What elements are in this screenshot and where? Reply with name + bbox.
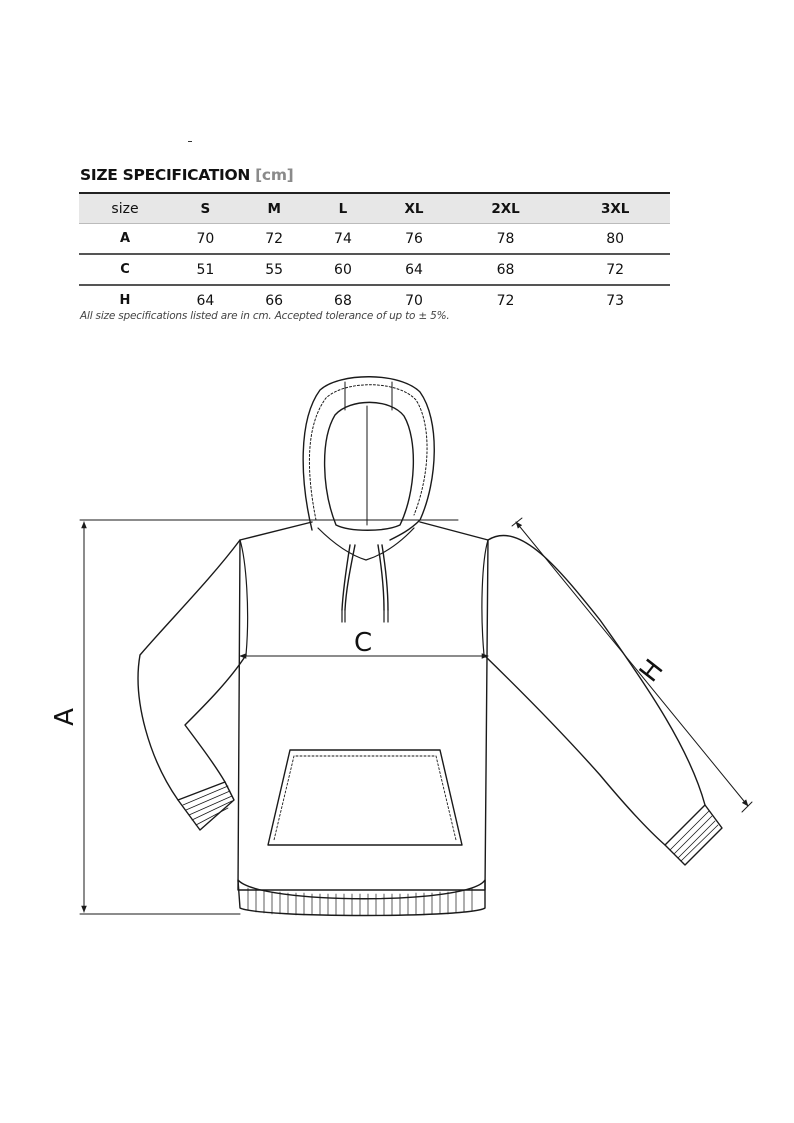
header-cell: 2XL: [450, 192, 561, 224]
body-outline: [237, 521, 489, 891]
table-cell: 80: [560, 223, 670, 255]
table-cell: 72: [239, 223, 309, 255]
table-cell: 78: [450, 223, 561, 255]
table-cell: 72: [496, 292, 515, 309]
label-c: C: [354, 628, 373, 658]
table-cell: 64: [196, 292, 215, 309]
table-cell: 72: [560, 254, 670, 286]
right-cuff: [664, 804, 723, 866]
hood-outline: [302, 376, 435, 541]
title-unit: [cm]: [255, 166, 294, 184]
table-cell: 68: [334, 292, 352, 309]
header-cell: L: [308, 192, 378, 224]
label-a: A: [49, 708, 80, 726]
header-cell: M: [239, 192, 309, 224]
table-row: C 51 55 60 64 68 72: [79, 254, 670, 286]
table-cell: 51: [171, 254, 240, 286]
row-label: A: [79, 223, 171, 255]
hood-opening: [323, 401, 415, 531]
table-cell: 68: [450, 254, 561, 286]
row-label: C: [79, 254, 171, 286]
title-main: SIZE SPECIFICATION: [80, 166, 251, 184]
right-cuff-ribbing: [669, 810, 719, 862]
table-cell: 60: [308, 254, 378, 286]
drawstring-left: [344, 544, 356, 611]
drawstring-right: [377, 544, 385, 611]
right-sleeve: [487, 534, 706, 806]
table-cell: 73: [606, 292, 625, 309]
table-cell: 66: [265, 292, 284, 309]
row-label: H: [119, 293, 131, 308]
left-sleeve: [137, 539, 241, 801]
page-title: SIZE SPECIFICATION [cm]: [80, 166, 294, 184]
size-table: size S M L XL 2XL 3XL A 70 72 74 76 78 8…: [79, 192, 670, 315]
table-row: H 64 66 68 70 72 73: [79, 285, 670, 315]
table-cell: 70: [405, 292, 423, 309]
header-cell: S: [171, 192, 240, 224]
table-cell: 74: [308, 223, 378, 255]
header-cell: size: [79, 192, 171, 224]
waistband-ribbing: [247, 887, 473, 916]
tolerance-note: All size specifications listed are in cm…: [80, 310, 450, 322]
waistband: [237, 879, 486, 917]
table-cell: 55: [239, 254, 309, 286]
header-cell: 3XL: [560, 192, 670, 224]
h-dimension-line: [515, 521, 749, 807]
header-cell: XL: [377, 192, 451, 224]
left-cuff: [177, 781, 235, 831]
table-cell: 70: [171, 223, 240, 255]
stray-dash: [188, 141, 192, 142]
table-cell: 64: [377, 254, 451, 286]
kangaroo-pocket: [267, 749, 463, 846]
table-cell: 76: [377, 223, 451, 255]
left-cuff-ribbing: [182, 785, 233, 826]
table-row: A 70 72 74 76 78 80: [79, 223, 670, 255]
table-header-row: size S M L XL 2XL 3XL: [79, 192, 670, 224]
